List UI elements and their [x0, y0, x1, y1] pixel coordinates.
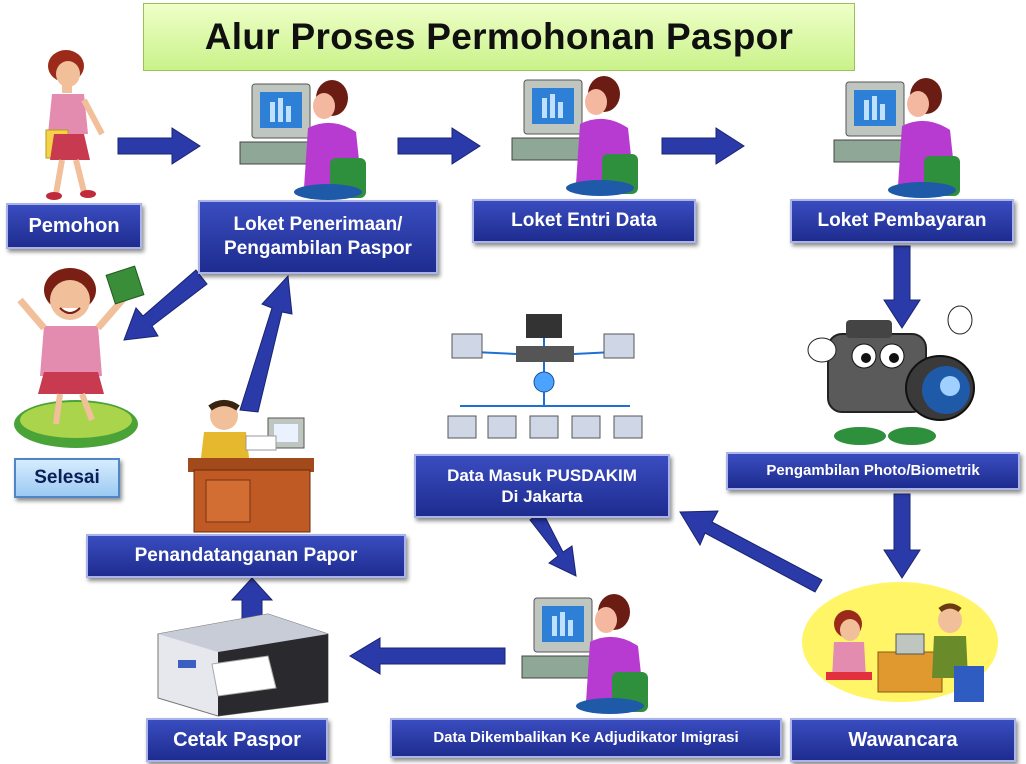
step-pengambilan-photo: Pengambilan Photo/Biometrik — [726, 452, 1020, 490]
arrow-adjudikator-to-cetak — [349, 637, 506, 675]
clerk-computer-icon-loket-pembayaran — [833, 78, 960, 198]
clerk-computer-icon-loket-penerimaan — [239, 80, 366, 200]
arrow-pusdakim-to-adjudikator — [529, 510, 577, 577]
title-banner: Alur Proses Permohonan Paspor — [143, 3, 855, 71]
step-pusdakim-line2: Di Jakarta — [501, 487, 583, 506]
step-penandatanganan-label: Penandatanganan Papor — [134, 545, 358, 567]
arrow-photo-to-wawancara — [883, 493, 921, 579]
arrow-pemohon-to-loket — [117, 127, 201, 165]
interview-icon — [802, 582, 998, 702]
arrow-penandatanganan-to-loket — [239, 274, 293, 413]
network-icon — [447, 314, 643, 439]
step-loket-pembayaran-label: Loket Pembayaran — [817, 210, 987, 232]
step-cetak-paspor-label: Cetak Paspor — [173, 728, 301, 751]
step-wawancara-label: Wawancara — [848, 728, 958, 751]
clerk-computer-icon-loket-entri — [511, 76, 638, 196]
step-penandatanganan: Penandatanganan Papor — [86, 534, 406, 578]
step-loket-penerimaan-line2: Pengambilan Paspor — [224, 238, 412, 259]
step-pusdakim: Data Masuk PUSDAKIM Di Jakarta — [414, 454, 670, 518]
step-wawancara: Wawancara — [790, 718, 1016, 762]
step-cetak-paspor: Cetak Paspor — [146, 718, 328, 762]
step-loket-entri: Loket Entri Data — [472, 199, 696, 243]
step-pusdakim-line1: Data Masuk PUSDAKIM — [447, 465, 637, 485]
printer-icon — [157, 613, 329, 717]
step-data-dikembalikan: Data Dikembalikan Ke Adjudikator Imigras… — [390, 718, 782, 758]
step-selesai: Selesai — [14, 458, 120, 498]
step-data-dikembalikan-label: Data Dikembalikan Ke Adjudikator Imigras… — [433, 728, 739, 746]
happy-person-icon — [14, 265, 145, 448]
step-loket-penerimaan: Loket Penerimaan/ Pengambilan Paspor — [198, 200, 438, 274]
step-pemohon: Pemohon — [6, 203, 142, 249]
step-pengambilan-photo-label: Pengambilan Photo/Biometrik — [766, 461, 980, 479]
walking-woman-icon — [45, 50, 105, 200]
camera-mascot-icon — [807, 305, 975, 445]
arrow-pembayaran-to-photo — [883, 245, 921, 329]
arrow-wawancara-to-pusdakim — [679, 510, 823, 593]
step-loket-pembayaran: Loket Pembayaran — [790, 199, 1014, 243]
step-selesai-label: Selesai — [34, 467, 100, 489]
clerk-computer-icon-adjudikator — [521, 594, 648, 714]
official-desk-icon — [188, 400, 314, 533]
step-loket-entri-label: Loket Entri Data — [511, 210, 657, 232]
arrow-loket-to-selesai — [123, 269, 208, 341]
step-loket-penerimaan-line1: Loket Penerimaan/ — [233, 214, 403, 236]
page-title: Alur Proses Permohonan Paspor — [204, 16, 794, 57]
arrow-loket-to-entri — [397, 127, 481, 165]
step-pemohon-label: Pemohon — [28, 214, 120, 237]
arrow-entri-to-pembayaran — [661, 127, 745, 165]
